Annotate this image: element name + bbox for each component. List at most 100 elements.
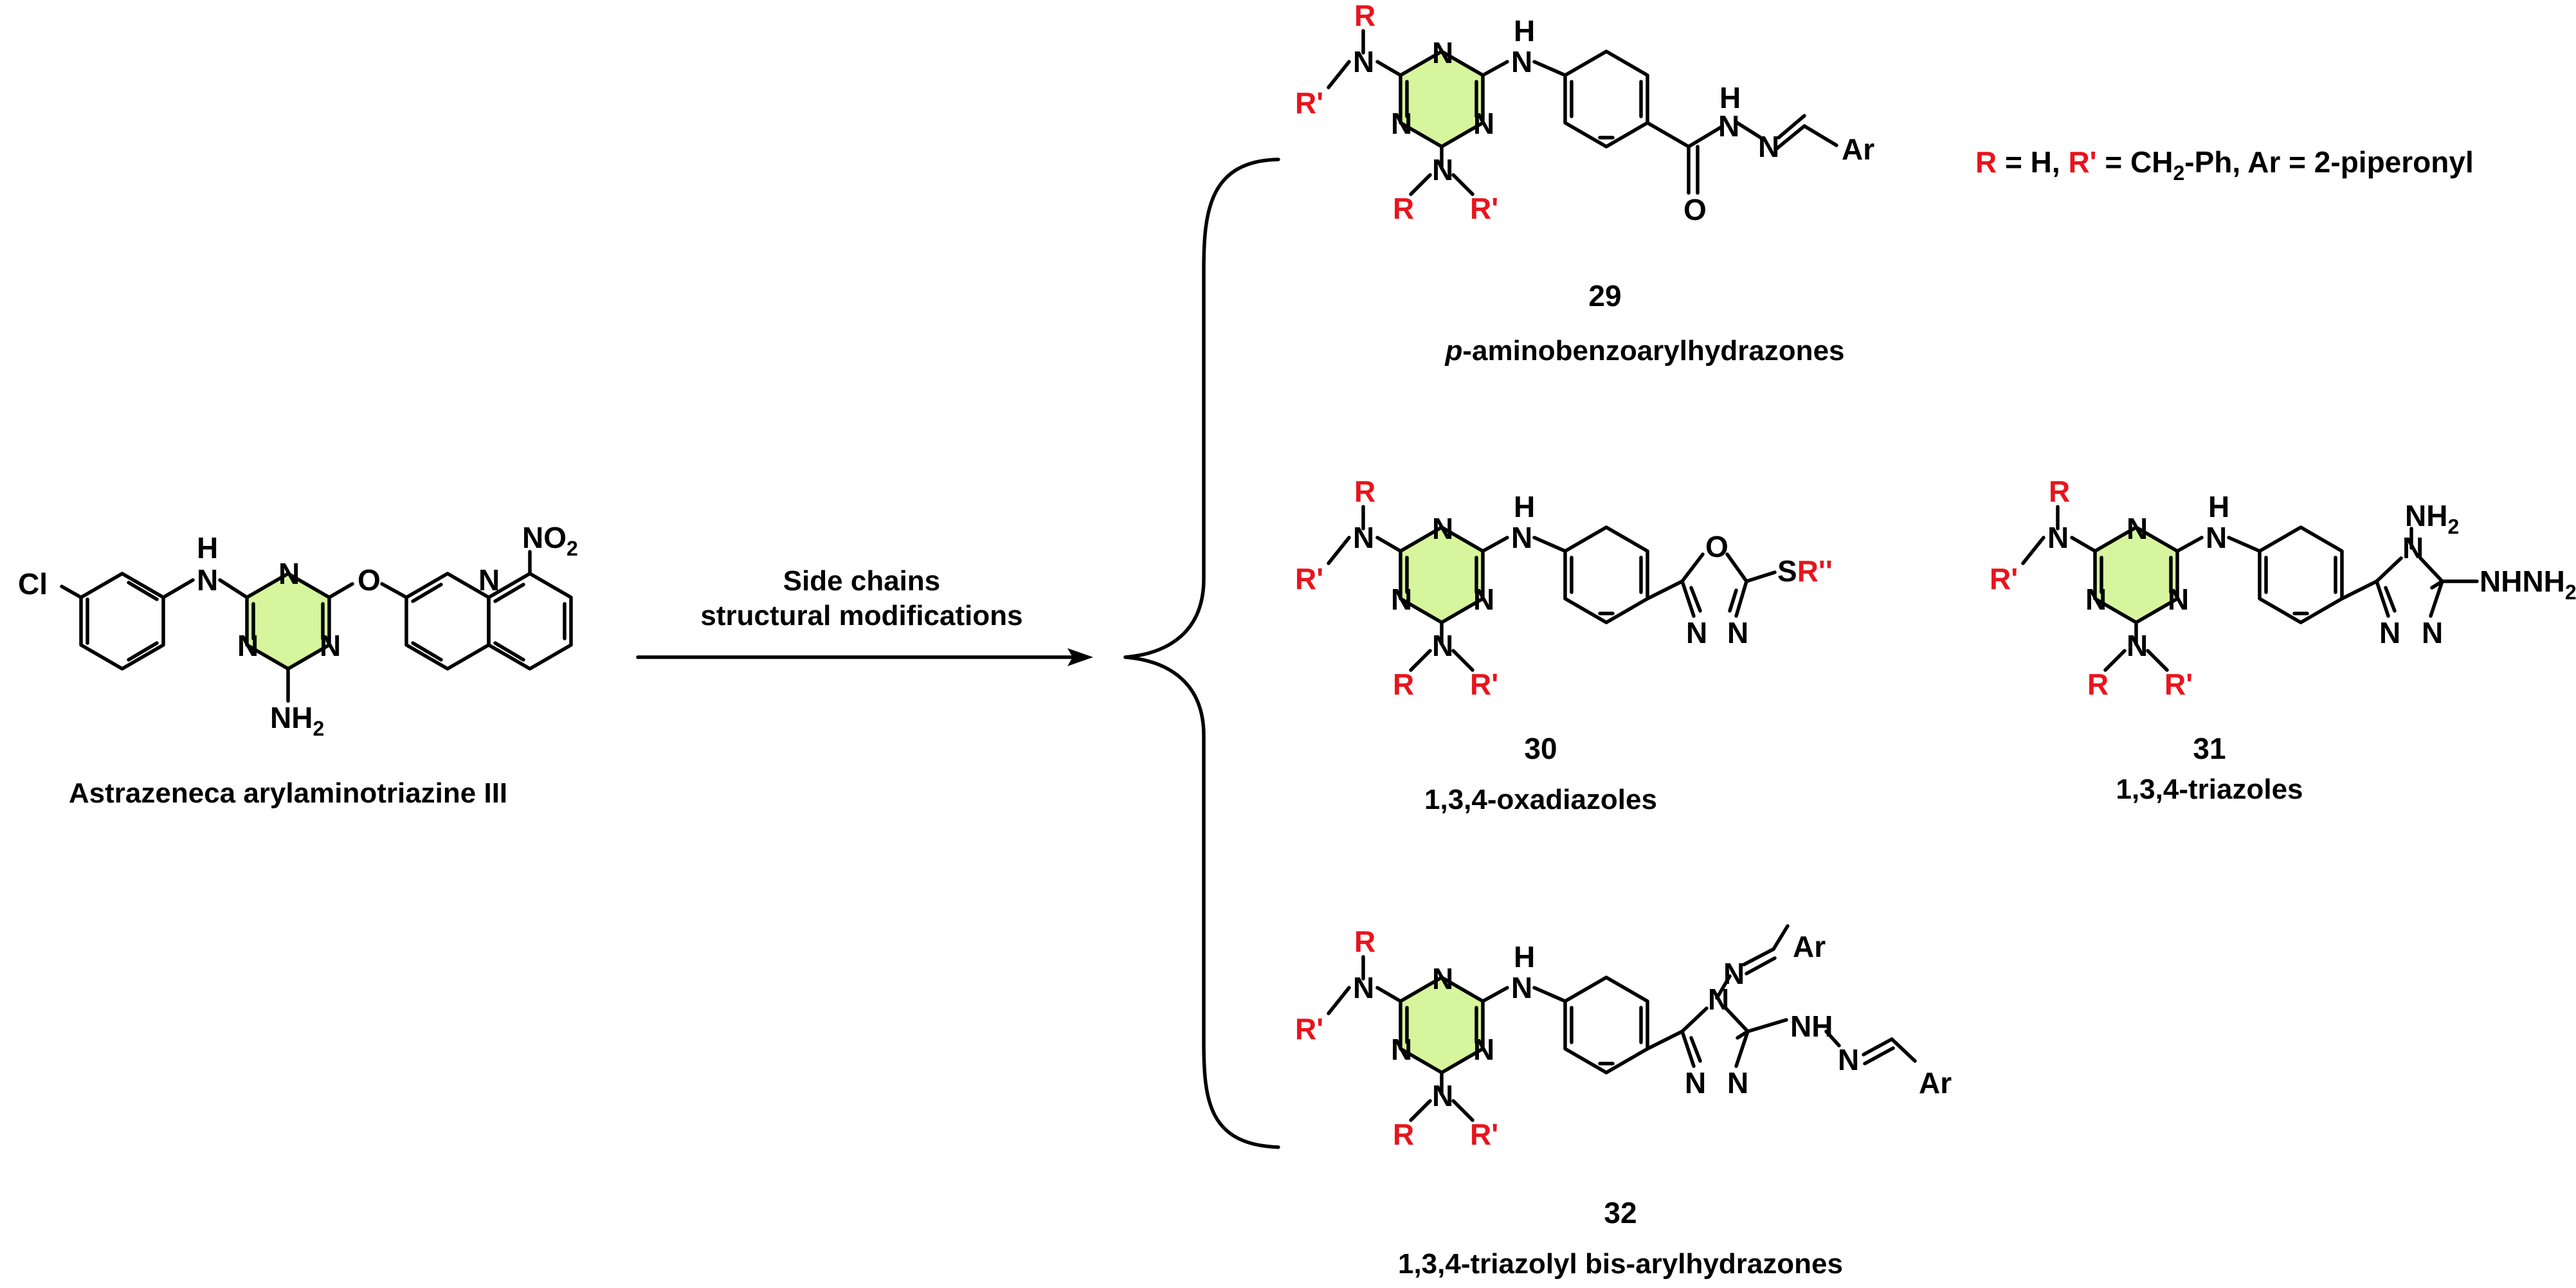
p29-nh-n: N xyxy=(1511,45,1532,78)
starting-material: Cl H N N N N O N NH2 NO2 Astrazeneca ary… xyxy=(18,521,578,809)
sm-cl-label: Cl xyxy=(18,567,48,601)
p29-r-top: R xyxy=(1354,0,1375,32)
arrow-label-line2: structural modifications xyxy=(700,600,1022,631)
p32-r-bottom: R xyxy=(1393,1118,1414,1151)
p29-n-amine-bottom: N xyxy=(1432,153,1453,186)
p29-rp-top: R' xyxy=(1295,86,1323,120)
p29-rp-bottom: R' xyxy=(1470,192,1498,225)
p30-n-amine-bottom: N xyxy=(1432,629,1453,662)
p29-triazine-n3: N xyxy=(1473,107,1494,140)
product-31: R N R' N N N N R R' H N N N N NH2 NHNH2 … xyxy=(1990,475,2576,805)
p32-nh-h: H xyxy=(1514,940,1535,974)
p32-triazine-n2: N xyxy=(1391,1033,1412,1066)
p30-oxadiazole-o: O xyxy=(1705,530,1728,563)
p32-n-amine-top: N xyxy=(1353,971,1374,1004)
p31-r-bottom: R xyxy=(2087,667,2109,701)
p30-number: 30 xyxy=(1524,732,1557,765)
p29-carbonyl-o: O xyxy=(1683,193,1707,226)
sm-chlorophenyl-ring xyxy=(79,572,165,671)
p31-triazole-n2: N xyxy=(2422,616,2443,649)
sm-triazine-highlight xyxy=(247,574,329,669)
p31-nh-h: H xyxy=(2208,490,2229,523)
p30-oxadiazole-n1: N xyxy=(1686,616,1707,649)
p29-ar: Ar xyxy=(1842,132,1874,166)
p31-nh2-label: NH2 xyxy=(2405,499,2459,538)
p30-rp-top: R' xyxy=(1295,562,1323,595)
p32-number: 32 xyxy=(1604,1196,1637,1229)
product-32: R N R' N N N N R R' H N N N N N Ar NH N … xyxy=(1295,924,1952,1280)
p29-hydrazide-n2: N xyxy=(1758,130,1779,163)
p29-nh-h: H xyxy=(1514,14,1535,48)
p29-r-bottom: R xyxy=(1393,192,1414,225)
p31-n-amine-top: N xyxy=(2047,521,2069,554)
p32-r-top: R xyxy=(1354,925,1375,958)
p31-triazole-n1: N xyxy=(2379,616,2400,649)
p31-rp-bottom: R' xyxy=(2164,667,2193,701)
sm-triazine-n1: N xyxy=(278,557,300,590)
p32-class-name: 1,3,4-triazolyl bis-arylhydrazones xyxy=(1398,1248,1843,1280)
p31-triazine-n3: N xyxy=(2168,583,2189,616)
sm-no2-label: NO2 xyxy=(522,521,578,560)
p32-triazine-n1: N xyxy=(1432,962,1453,995)
p29-triazine-n1: N xyxy=(1432,36,1453,69)
product-brace xyxy=(1123,158,1280,1149)
p30-nh-h: H xyxy=(1514,490,1535,523)
p32-lower-ar: Ar xyxy=(1919,1066,1952,1100)
p32-nh-n: N xyxy=(1511,971,1532,1004)
sm-nh-n-label: N xyxy=(197,563,218,597)
p32-triazine-n3: N xyxy=(1473,1033,1494,1066)
p32-nh-label: NH xyxy=(1790,1010,1833,1043)
p30-r-bottom: R xyxy=(1393,667,1414,701)
p31-triazole-n4: N xyxy=(2402,531,2424,565)
p29-definition: R = H, R' = CH2-Ph, Ar = 2-piperonyl xyxy=(1975,145,2474,185)
p30-triazine-n1: N xyxy=(1432,512,1453,545)
p30-r-top: R xyxy=(1354,475,1375,508)
p30-rp-bottom: R' xyxy=(1470,667,1498,701)
sm-triazine-n3: N xyxy=(320,629,341,662)
reaction-arrow: Side chains structural modifications xyxy=(636,565,1093,666)
p30-n-amine-top: N xyxy=(1353,521,1374,554)
sm-quinoline-ring-a xyxy=(404,572,491,671)
sm-quinoline-ring-b xyxy=(487,572,573,671)
sm-nh-h-label: H xyxy=(197,531,218,565)
p32-rp-top: R' xyxy=(1295,1012,1323,1046)
product-29: R N R' N N N N R R' H N O H N N Ar 29 p-… xyxy=(1295,0,2474,367)
p31-hydrazine-label: NHNH2 xyxy=(2480,565,2576,604)
p29-hydrazide-h: H xyxy=(1719,81,1741,114)
p30-triazine-n2: N xyxy=(1391,583,1412,616)
p32-upper-ar: Ar xyxy=(1793,930,1826,963)
sm-o-label: O xyxy=(358,563,381,597)
p31-r-top: R xyxy=(2049,475,2070,508)
p31-nh-n: N xyxy=(2206,521,2227,554)
p32-triazole-n1: N xyxy=(1685,1066,1706,1100)
p30-thioether: SR'' xyxy=(1777,554,1833,588)
p32-lower-hydrazone-n: N xyxy=(1838,1043,1859,1076)
p29-triazine-n2: N xyxy=(1391,107,1412,140)
p32-triazole-n2: N xyxy=(1727,1066,1748,1100)
sm-quinoline-n: N xyxy=(478,563,500,597)
p31-n-amine-bottom: N xyxy=(2127,629,2148,662)
p31-rp-top: R' xyxy=(1990,562,2018,595)
product-30: R N R' N N N N R R' H N O N N SR'' 30 1,… xyxy=(1295,475,1833,815)
p31-class-name: 1,3,4-triazoles xyxy=(2116,774,2303,805)
p30-class-name: 1,3,4-oxadiazoles xyxy=(1424,784,1657,815)
p29-class-name: p-aminobenzoarylhydrazones xyxy=(1444,335,1844,367)
p30-nh-n: N xyxy=(1511,521,1532,554)
sm-name: Astrazeneca arylaminotriazine III xyxy=(69,777,507,809)
sm-triazine-n2: N xyxy=(237,629,259,662)
sm-nh2-label: NH2 xyxy=(270,701,324,740)
p32-upper-hydrazone-n: N xyxy=(1723,957,1745,990)
p29-n-amine-top: N xyxy=(1353,45,1374,78)
p30-oxadiazole-n2: N xyxy=(1727,616,1748,649)
p32-rp-bottom: R' xyxy=(1470,1118,1498,1151)
arrow-label-line1: Side chains xyxy=(783,565,941,597)
p30-triazine-n3: N xyxy=(1473,583,1494,616)
p31-triazine-n2: N xyxy=(2085,583,2107,616)
p29-number: 29 xyxy=(1588,279,1621,313)
p31-number: 31 xyxy=(2193,732,2226,765)
p29-hydrazide-n1: N xyxy=(1718,109,1739,143)
p32-triazole-n4: N xyxy=(1708,983,1729,1016)
p32-n-amine-bottom: N xyxy=(1432,1079,1453,1112)
p31-triazine-n1: N xyxy=(2127,512,2148,545)
